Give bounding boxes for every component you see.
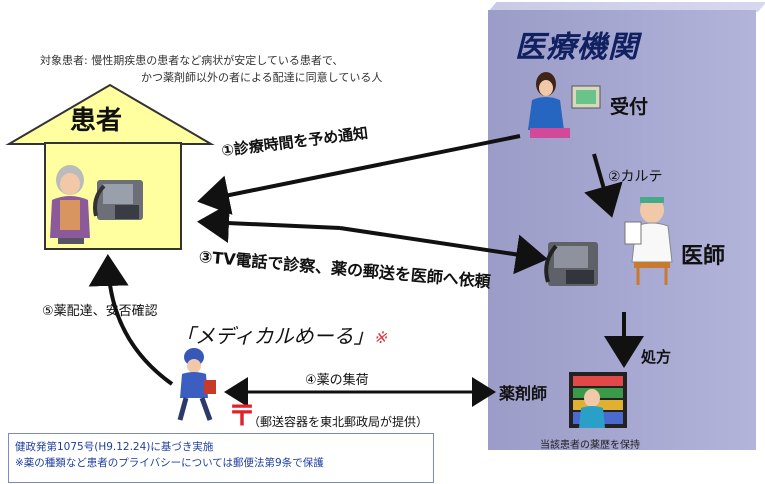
institution-title: 医療機関 — [515, 30, 639, 65]
step5-label: ⑤薬配達、安否確認 — [42, 304, 158, 319]
arrow-step3-right — [339, 226, 548, 275]
clinic-tv-phone-icon — [544, 242, 598, 286]
medical-mail-service-title: 「メディカルめーる」※ — [175, 320, 387, 349]
service-name: 「メディカルめーる」 — [175, 324, 374, 348]
elderly-patient-icon — [50, 165, 90, 244]
karte-label: ②カルテ — [608, 169, 663, 185]
patient-tv-phone-icon — [93, 180, 143, 220]
arrow-step5 — [88, 254, 174, 386]
receptionist-icon — [528, 72, 601, 138]
container-provider-note: （郵送容器を東北郵政局が提供） — [248, 415, 429, 429]
pharmacist-icon — [569, 372, 627, 428]
reception-label: 受付 — [610, 96, 649, 118]
notice-line-1: 健政発第1075号(H9.12.24)に基づき実施 — [15, 441, 214, 453]
target-line-1: 対象患者: 慢性期疾患の患者など病状が安定している患者で、 — [40, 54, 344, 67]
target-line-2: かつ薬剤師以外の者による配達に同意している人 — [141, 71, 383, 84]
medication-history-note: 当該患者の薬歴を保持 — [540, 440, 640, 451]
doctor-label: 医師 — [681, 244, 726, 269]
mail-carrier-icon — [177, 348, 216, 421]
target-patients-note: 対象患者: 慢性期疾患の患者など病状が安定している患者で、 かつ薬剤師以外の者に… — [40, 52, 382, 86]
prescription-label: 処方 — [641, 348, 672, 366]
doctor-icon — [624, 197, 673, 285]
arrow-step1 — [197, 134, 521, 215]
patient-label: 患者 — [70, 106, 123, 136]
pharmacist-label: 薬剤師 — [499, 384, 548, 403]
legal-notice-box: 健政発第1075号(H9.12.24)に基づき実施 ※薬の種類など患者のプライバ… — [8, 433, 434, 483]
service-note-mark: ※ — [373, 328, 388, 347]
postal-mark-icon: 〒 — [228, 399, 257, 432]
notice-line-2: ※薬の種類など患者のプライバシーについては郵便法第9条で保護 — [15, 457, 324, 469]
arrow-step3-left — [197, 203, 341, 244]
arrow-karte — [584, 153, 623, 218]
step4-label: ④薬の集荷 — [305, 373, 369, 388]
